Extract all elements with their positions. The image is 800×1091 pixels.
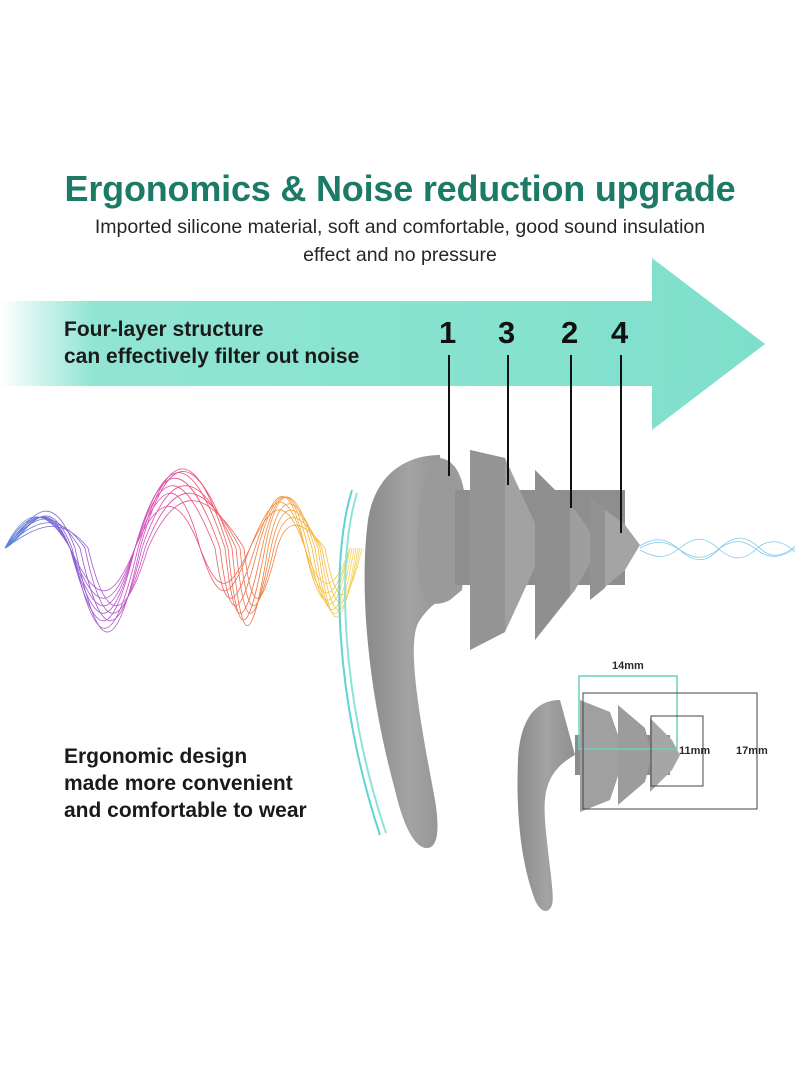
page-title: Ergonomics & Noise reduction upgrade [64, 168, 736, 209]
ergonomic-caption-line-3: and comfortable to wear [64, 799, 307, 822]
ergonomic-caption-line-1: Ergonomic design [64, 745, 248, 768]
length-dimension-label: 14mm [612, 660, 644, 672]
layer-number-2: 2 [561, 315, 579, 350]
incoming-sound-wave-icon [4, 468, 363, 633]
filter-arrow [0, 258, 765, 430]
tip-diameter-label: 11mm [679, 745, 711, 757]
filtered-sound-wave-icon [639, 537, 796, 560]
layer-pointer-lines [448, 355, 622, 533]
layer-number-1: 1 [439, 315, 457, 350]
base-diameter-label: 17mm [736, 745, 768, 757]
layer-number-3: 3 [498, 315, 516, 350]
ergonomic-caption-line-2: made more convenient [64, 772, 293, 795]
four-layer-caption-line-1: Four-layer structure [64, 318, 264, 341]
subtitle-line-2: effect and no pressure [303, 244, 497, 266]
page-subtitle: Imported silicone material, soft and com… [40, 213, 760, 269]
length-dimension-box [578, 675, 678, 750]
ear-canal-arc-icon [338, 489, 387, 836]
large-earplug-icon [364, 450, 640, 849]
tip-diameter-box [650, 715, 704, 787]
four-layer-caption-line-2: can effectively filter out noise [64, 345, 360, 368]
four-layer-caption: Four-layer structure can effectively fil… [64, 316, 359, 370]
small-earplug-icon [517, 700, 680, 912]
subtitle-line-1: Imported silicone material, soft and com… [94, 216, 706, 238]
layer-number-4: 4 [611, 315, 629, 350]
ergonomic-caption: Ergonomic design made more convenient an… [64, 743, 307, 824]
base-diameter-box [582, 692, 758, 810]
